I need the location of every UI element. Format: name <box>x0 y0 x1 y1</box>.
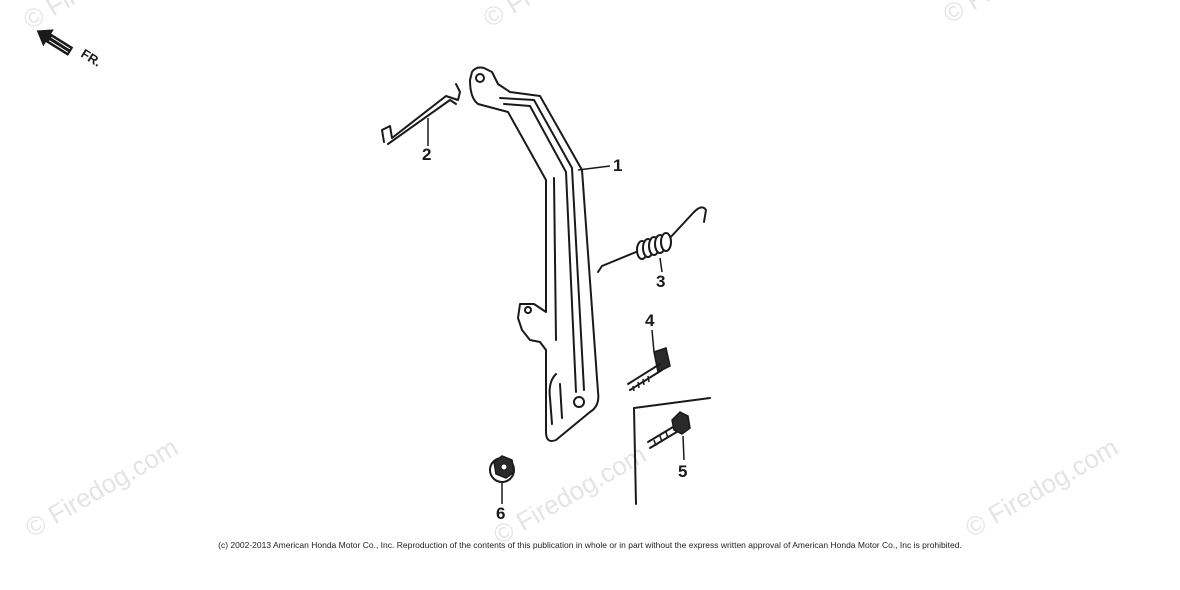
part-2-rod <box>381 83 461 145</box>
part-3-spring <box>597 206 707 273</box>
copyright-notice: (c) 2002-2013 American Honda Motor Co., … <box>218 540 962 550</box>
callout-3: 3 <box>656 272 665 291</box>
watermark-top-center: © Fi <box>478 0 535 33</box>
leader-5 <box>682 435 685 461</box>
callout-6: 6 <box>496 504 505 523</box>
part-1-lever-bracket <box>469 66 600 442</box>
part-4-bolt <box>627 347 671 392</box>
part-6-flange-nut <box>489 455 515 483</box>
leader-4 <box>651 329 655 353</box>
front-arrow-icon <box>36 29 74 56</box>
watermark-top-right: © Firedog.com <box>938 0 1101 29</box>
callout-2: 2 <box>422 145 431 164</box>
callout-1: 1 <box>613 156 622 175</box>
leader-3 <box>659 257 663 273</box>
spring-coils <box>636 232 672 260</box>
callouts: 1 2 3 4 5 6 <box>422 145 687 523</box>
watermark-top-left: © Firedog.com <box>18 0 181 35</box>
callout-4: 4 <box>645 311 655 330</box>
watermark-bottom-center: © Firedog.com <box>488 439 651 550</box>
leader-1 <box>577 165 611 171</box>
callout-5: 5 <box>678 462 687 481</box>
front-label: FR. <box>78 46 104 70</box>
part-5-flange-bolt <box>633 397 711 505</box>
watermark-bottom-right: © Firedog.com <box>960 432 1123 543</box>
watermark-bottom-left: © Firedog.com <box>20 432 183 543</box>
leader-lines <box>427 118 685 504</box>
